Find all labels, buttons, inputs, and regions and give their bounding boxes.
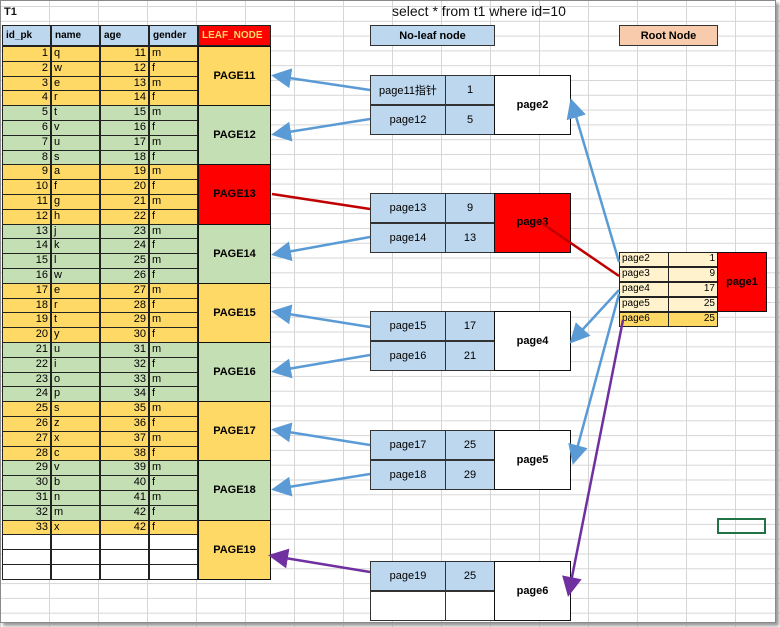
arrow-root-to-page5	[568, 293, 621, 465]
nonleaf-entry-key: 9	[445, 193, 495, 223]
col-header-id-pk: id_pk	[2, 25, 51, 46]
table-cell-id: 19	[2, 312, 51, 329]
root-entry-key: 25	[668, 312, 718, 327]
table-cell-id: 25	[2, 401, 51, 417]
table-cell-gender	[149, 564, 198, 580]
col-header-name: name	[51, 25, 100, 46]
nonleaf-header: No-leaf node	[370, 25, 495, 46]
table-cell-gender: m	[149, 342, 198, 358]
table-cell-id	[2, 564, 51, 580]
nonleaf-entry-label: page19	[370, 561, 446, 591]
table-cell-name: t	[51, 312, 100, 329]
leaf-page-page18: PAGE18	[198, 460, 271, 521]
table-cell-age	[100, 564, 149, 580]
nonleaf-node-page4: page4	[494, 311, 571, 371]
leaf-page-page11: PAGE11	[198, 46, 271, 107]
arrow-root-to-page3	[542, 222, 620, 278]
sheet-label: T1	[4, 6, 17, 18]
nonleaf-entry-label: page14	[370, 223, 446, 253]
table-cell-id: 16	[2, 268, 51, 284]
arrow-to-page17	[271, 422, 371, 447]
root-node-page1: page1	[717, 252, 767, 312]
table-cell-id: 31	[2, 490, 51, 506]
nonleaf-entry-key	[445, 591, 495, 621]
nonleaf-node-page6: page6	[494, 561, 571, 621]
arrow-root-to-page6	[562, 319, 625, 597]
nonleaf-entry-key: 13	[445, 223, 495, 253]
nonleaf-entry-label	[370, 591, 446, 621]
col-header-age: age	[100, 25, 149, 46]
arrow-to-page19	[268, 548, 371, 574]
arrow-root-to-page4	[569, 289, 620, 344]
arrow-to-page15	[271, 304, 371, 329]
arrow-to-page18	[271, 472, 371, 497]
col-header-gender: gender	[149, 25, 198, 46]
arrow-root-to-page2	[566, 98, 621, 263]
table-cell-gender: f	[149, 179, 198, 195]
nonleaf-entry-label: page17	[370, 430, 446, 460]
table-cell-gender: m	[149, 134, 198, 151]
nonleaf-node-page2: page2	[494, 75, 571, 135]
nonleaf-entry-key: 5	[445, 105, 495, 135]
table-cell-gender: m	[149, 371, 198, 388]
table-cell-name	[51, 564, 100, 580]
arrow-to-page11	[271, 68, 371, 92]
leaf-page-page16: PAGE16	[198, 342, 271, 403]
arrow-to-page14	[271, 235, 371, 262]
nonleaf-entry-label: page16	[370, 341, 446, 371]
nonleaf-entry-key: 25	[445, 430, 495, 460]
nonleaf-entry-key: 25	[445, 561, 495, 591]
leaf-page-page15: PAGE15	[198, 282, 271, 343]
selected-cell[interactable]	[717, 518, 766, 534]
root-entry-label: page3	[619, 267, 669, 282]
leaf-page-page17: PAGE17	[198, 401, 271, 462]
root-entry-label: page5	[619, 297, 669, 312]
nonleaf-entry-label: page12	[370, 105, 446, 135]
arrow-to-page16	[271, 353, 371, 379]
nonleaf-entry-label: page18	[370, 460, 446, 490]
leaf-page-page19: PAGE19	[198, 519, 271, 580]
leaf-page-page14: PAGE14	[198, 223, 271, 284]
leaf-page-page12: PAGE12	[198, 105, 271, 166]
nonleaf-entry-key: 29	[445, 460, 495, 490]
arrow-to-page12	[271, 117, 371, 142]
table-cell-id: 24	[2, 386, 51, 403]
arrow-to-page13	[271, 192, 371, 211]
col-header-leaf-node: LEAF_NODE	[198, 25, 271, 46]
nonleaf-node-page3: page3	[494, 193, 571, 253]
nonleaf-entry-label: page15	[370, 311, 446, 341]
table-cell-id: 10	[2, 179, 51, 195]
query-title: select * from t1 where id=10	[392, 3, 566, 19]
root-header: Root Node	[619, 25, 718, 46]
nonleaf-node-page5: page5	[494, 430, 571, 490]
